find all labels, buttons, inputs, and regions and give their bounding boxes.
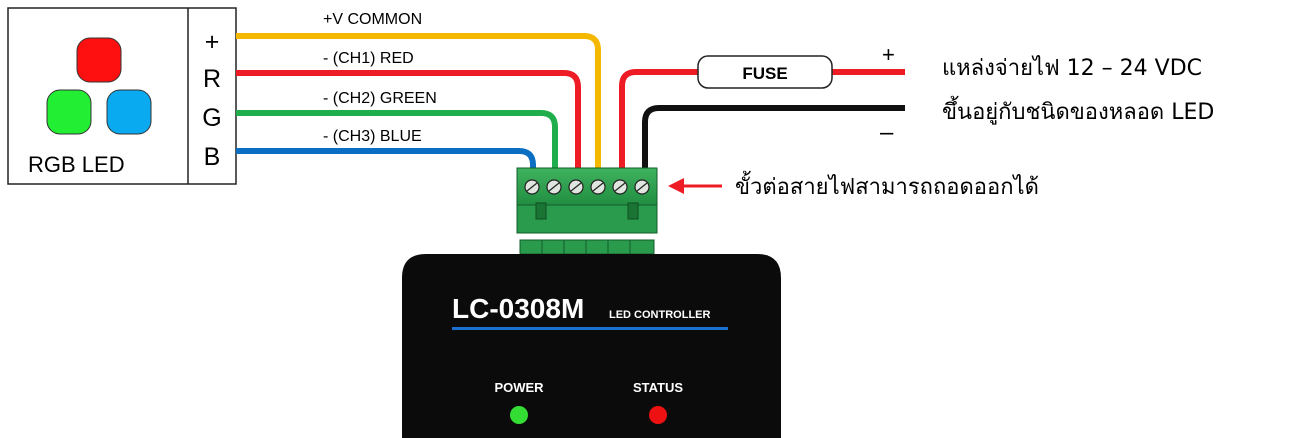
power-source-note: ขึ้นอยู่กับชนิดของหลอด LED (942, 96, 1214, 125)
pin-plus-label: + (205, 28, 220, 56)
status-indicator-label: STATUS (633, 380, 683, 395)
pin-g-label: G (202, 104, 221, 132)
power-wires (619, 69, 905, 178)
arrow-left-icon (668, 178, 722, 194)
green-led-icon (46, 89, 92, 135)
controller-subtitle: LED CONTROLLER (609, 309, 710, 321)
controller-divider (452, 327, 728, 330)
wire-common (236, 33, 601, 178)
wire-label-common: +V COMMON (323, 11, 422, 28)
terminal-screws (524, 179, 650, 195)
power-indicator-label: POWER (494, 380, 544, 395)
pin-b-label: B (204, 143, 221, 171)
wire-group (236, 33, 601, 178)
wire-green (236, 110, 558, 178)
wire-blue (236, 148, 536, 178)
wire-red (236, 70, 581, 178)
terminal-note: ขั้วต่อสายไฟสามารถถอดออกได้ (735, 171, 1039, 200)
power-plus-sign: + (882, 42, 895, 67)
power-minus-sign: – (880, 119, 894, 146)
power-led-indicator (510, 406, 528, 424)
controller-model: LC-0308M (452, 293, 584, 324)
rgb-led-module: RGB LED + R G B (7, 7, 237, 185)
controller-box: LC-0308M LED CONTROLLER POWER STATUS (402, 254, 781, 438)
pin-r-label: R (203, 65, 221, 93)
status-led-indicator (649, 406, 667, 424)
red-led-icon (76, 37, 122, 83)
power-negative-wire (642, 105, 905, 178)
wire-label-blue: - (CH3) BLUE (323, 128, 422, 145)
fuse: FUSE (697, 55, 833, 89)
power-positive-wire (619, 69, 700, 178)
terminal-block (516, 167, 658, 255)
led-module-label: RGB LED (28, 152, 125, 177)
power-source-text: แหล่งจ่ายไฟ 12 – 24 VDC (942, 55, 1202, 81)
blue-led-icon (106, 89, 152, 135)
fuse-label: FUSE (742, 64, 787, 83)
wire-label-green: - (CH2) GREEN (323, 90, 437, 107)
wire-label-red: - (CH1) RED (323, 50, 414, 67)
